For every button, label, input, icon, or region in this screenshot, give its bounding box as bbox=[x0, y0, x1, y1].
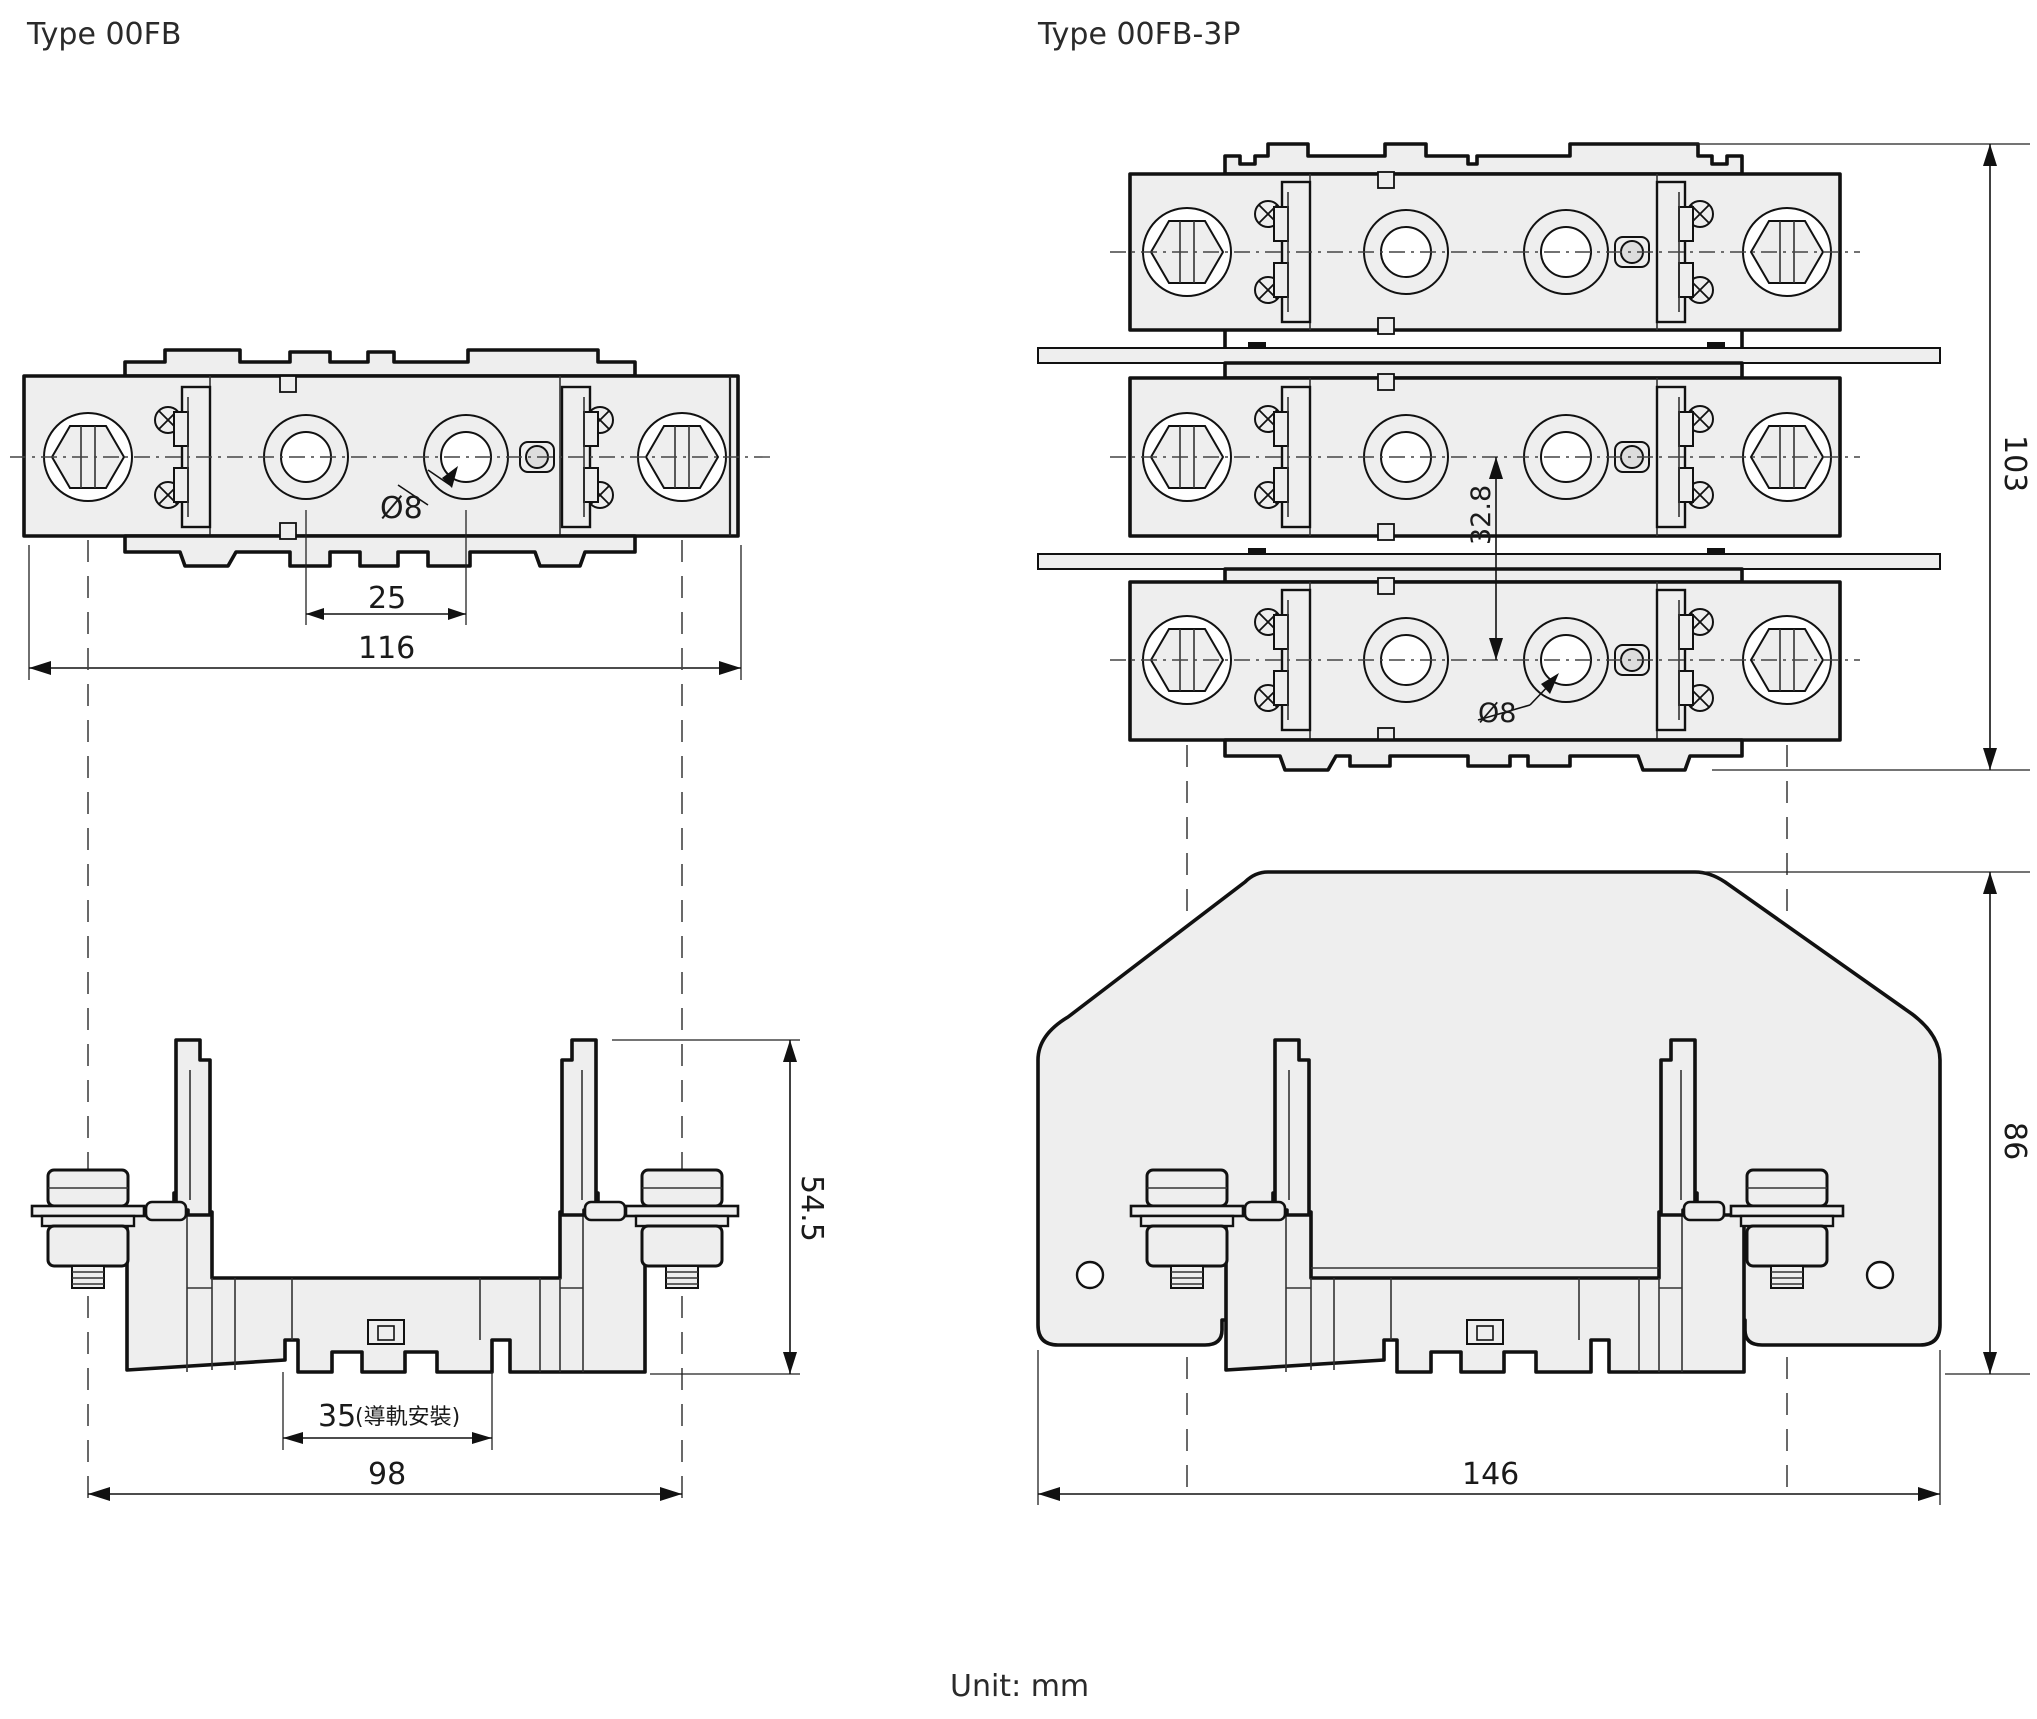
right-side-view bbox=[1036, 870, 1942, 1374]
overall-width-right: 146 bbox=[1462, 1457, 1519, 1492]
rail-note-left: (導軌安裝) bbox=[355, 1405, 460, 1430]
left-top-view bbox=[10, 348, 770, 568]
left-top-dimensions: Ø8 25 116 bbox=[28, 466, 742, 1500]
rail-width-left: 35 bbox=[318, 1399, 356, 1434]
right-title: Type 00FB-3P bbox=[1037, 17, 1240, 52]
left-side-view bbox=[30, 1038, 740, 1374]
left-side-dimensions: 54.5 35 (導軌安裝) 98 bbox=[88, 1039, 829, 1501]
pole-1 bbox=[1110, 171, 1860, 335]
pole-2 bbox=[1110, 373, 1860, 541]
left-title: Type 00FB bbox=[26, 17, 181, 52]
pitch-left: 25 bbox=[368, 581, 406, 616]
hole-dia-left: Ø8 bbox=[380, 491, 423, 526]
side-height-right: 86 bbox=[1997, 1122, 2032, 1160]
unit-label: Unit: mm bbox=[950, 1669, 1089, 1704]
pole-pitch-right: 32.8 bbox=[1466, 485, 1497, 545]
right-side-dimensions: 86 146 bbox=[1037, 871, 2032, 1505]
base-width-left: 98 bbox=[368, 1457, 406, 1492]
right-top-view bbox=[1037, 142, 1941, 772]
height-left: 54.5 bbox=[794, 1175, 829, 1242]
overall-height-right: 103 bbox=[1997, 435, 2032, 492]
overall-width-left: 116 bbox=[358, 631, 415, 666]
pole-3 bbox=[1110, 577, 1860, 745]
hole-dia-right: Ø8 bbox=[1478, 698, 1516, 729]
